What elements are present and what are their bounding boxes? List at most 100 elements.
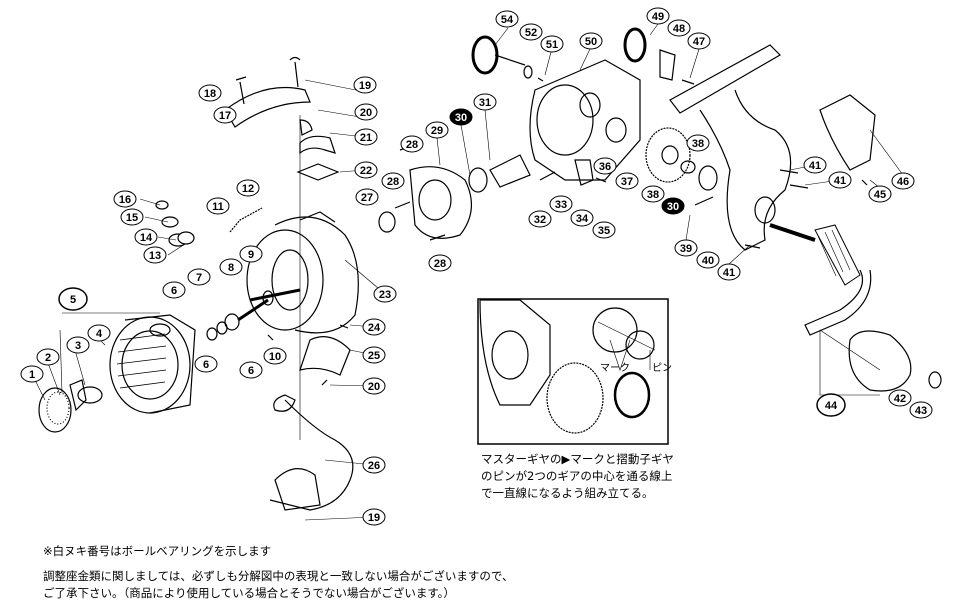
part-callout-4: 4 — [87, 324, 111, 342]
callout-marker — [816, 393, 846, 417]
callout-marker — [20, 365, 44, 383]
callout-marker — [641, 185, 665, 203]
part-callout-21: 21 — [354, 128, 378, 146]
callout-marker — [263, 347, 287, 365]
part-callout-28: 28 — [428, 254, 452, 272]
part-callout-8: 8 — [219, 258, 243, 276]
part-number: 45 — [874, 189, 886, 201]
part-number: 17 — [219, 110, 231, 122]
part-number: 42 — [894, 393, 906, 405]
part-number: 46 — [897, 176, 909, 188]
part-callout-23: 23 — [373, 285, 397, 303]
callout-marker — [187, 268, 211, 286]
spool — [109, 314, 196, 414]
bearing-note: ※白ヌキ番号はボールベアリングを示します — [43, 544, 272, 558]
rotor-nut-and-pinion — [378, 144, 531, 241]
part-callout-10: 10 — [263, 347, 287, 365]
part-callout-54: 54 — [495, 10, 519, 28]
part-callout-17: 17 — [213, 106, 237, 124]
part-number: 28 — [434, 258, 446, 270]
callout-marker — [239, 245, 263, 263]
callout-marker — [428, 254, 452, 272]
part-callout-26: 26 — [362, 456, 386, 474]
part-number: 23 — [379, 289, 391, 301]
part-number: 41 — [834, 175, 846, 187]
part-callout-9: 9 — [239, 245, 263, 263]
callout-marker — [473, 93, 497, 111]
handle-knob-top — [471, 27, 695, 85]
part-number: 28 — [406, 139, 418, 151]
part-callout-20: 20 — [354, 103, 378, 121]
part-callout-37: 37 — [615, 172, 639, 190]
part-callout-13: 13 — [143, 246, 167, 264]
callout-marker — [592, 221, 616, 239]
callout-marker — [354, 128, 378, 146]
part-number: 28 — [387, 176, 399, 188]
part-number: 9 — [248, 249, 254, 261]
part-number: 27 — [361, 192, 373, 204]
part-number: 12 — [242, 183, 254, 195]
callout-marker — [354, 161, 378, 179]
part-callout-19: 19 — [362, 508, 386, 526]
part-number: 1 — [29, 369, 35, 381]
part-callout-30: 30 — [449, 108, 473, 126]
callout-marker — [909, 401, 933, 419]
part-number: 13 — [149, 250, 161, 262]
callout-marker — [362, 456, 386, 474]
part-callout-18: 18 — [198, 84, 222, 102]
part-number: 2 — [45, 352, 51, 364]
part-callout-2: 2 — [36, 348, 60, 366]
part-callout-29: 29 — [425, 121, 449, 139]
part-callout-30: 30 — [661, 197, 685, 215]
callout-marker — [400, 135, 424, 153]
part-callout-45: 45 — [868, 185, 892, 203]
callout-marker — [579, 32, 603, 50]
ball-bearing-callout-marker — [661, 197, 685, 215]
part-number: 33 — [555, 199, 567, 211]
part-callout-52: 52 — [519, 23, 543, 41]
part-callout-33: 33 — [549, 195, 573, 213]
callout-marker — [888, 389, 912, 407]
callout-marker — [362, 508, 386, 526]
part-callout-3: 3 — [66, 336, 90, 354]
part-number: 54 — [501, 14, 514, 26]
bail-arm — [224, 87, 354, 511]
part-number: 30 — [667, 201, 679, 213]
callout-marker — [143, 246, 167, 264]
callout-marker — [362, 346, 386, 364]
part-callout-14: 14 — [134, 228, 158, 246]
callout-marker — [646, 7, 670, 25]
drag-knob — [38, 379, 103, 433]
callout-marker — [66, 336, 90, 354]
part-number: 48 — [673, 23, 685, 35]
callout-marker — [134, 228, 158, 246]
leader-lines — [34, 23, 904, 521]
part-callout-36: 36 — [593, 157, 617, 175]
callout-marker — [686, 134, 710, 152]
part-callout-1: 1 — [20, 365, 44, 383]
part-callout-25: 25 — [362, 346, 386, 364]
callout-marker — [803, 156, 827, 174]
callout-marker — [206, 197, 230, 215]
part-number: 8 — [228, 262, 234, 274]
part-number: 39 — [680, 243, 692, 255]
part-number: 5 — [70, 294, 76, 306]
part-callout-34: 34 — [570, 209, 594, 227]
callout-marker — [58, 287, 88, 311]
part-number: 10 — [269, 351, 281, 363]
part-number: 18 — [204, 88, 216, 100]
part-number: 30 — [455, 112, 467, 124]
part-callout-27: 27 — [355, 188, 379, 206]
part-callout-5: 5 — [58, 287, 88, 311]
part-callout-20: 20 — [362, 377, 386, 395]
part-number: 19 — [359, 80, 371, 92]
callout-marker — [696, 251, 720, 269]
part-callout-41: 41 — [828, 171, 852, 189]
part-number: 20 — [360, 107, 372, 119]
part-callout-16: 16 — [113, 190, 137, 208]
part-callout-28: 28 — [381, 172, 405, 190]
part-number: 26 — [368, 460, 380, 472]
callout-marker — [373, 285, 397, 303]
part-number: 51 — [546, 39, 558, 51]
